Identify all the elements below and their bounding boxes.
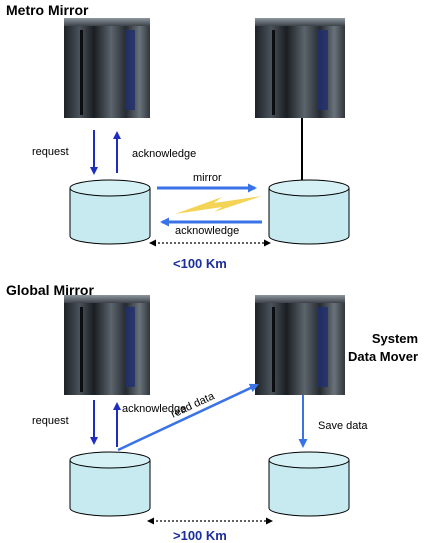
metro-distance-label: <100 Km bbox=[173, 256, 227, 271]
global-acknowledge-label: acknowledge bbox=[122, 403, 187, 415]
server-icon bbox=[64, 295, 150, 395]
metro-acknowledge-return-label: acknowledge bbox=[175, 225, 240, 237]
read-data-arrow bbox=[117, 383, 259, 452]
metro-acknowledge-label: acknowledge bbox=[132, 148, 197, 160]
disk-icon bbox=[69, 179, 151, 245]
mover-line-2: Data Mover bbox=[348, 349, 419, 364]
metro-request-label: request bbox=[32, 146, 69, 158]
disk-icon bbox=[268, 179, 350, 245]
mirror-label: mirror bbox=[193, 172, 222, 184]
save-data-label: Save data bbox=[318, 420, 368, 432]
server-icon bbox=[255, 295, 345, 395]
global-request-label: request bbox=[32, 415, 69, 427]
metro-mirror-title: Metro Mirror bbox=[6, 2, 89, 18]
lightning-icon bbox=[175, 196, 262, 214]
mover-line-1: System bbox=[371, 331, 419, 346]
disk-icon bbox=[268, 451, 350, 517]
system-data-mover-label: System Data Mover bbox=[348, 330, 418, 366]
global-mirror-title: Global Mirror bbox=[6, 282, 94, 298]
global-distance-label: >100 Km bbox=[173, 528, 227, 543]
server-icon bbox=[64, 18, 150, 118]
server-icon bbox=[255, 18, 345, 118]
disk-icon bbox=[69, 451, 151, 517]
